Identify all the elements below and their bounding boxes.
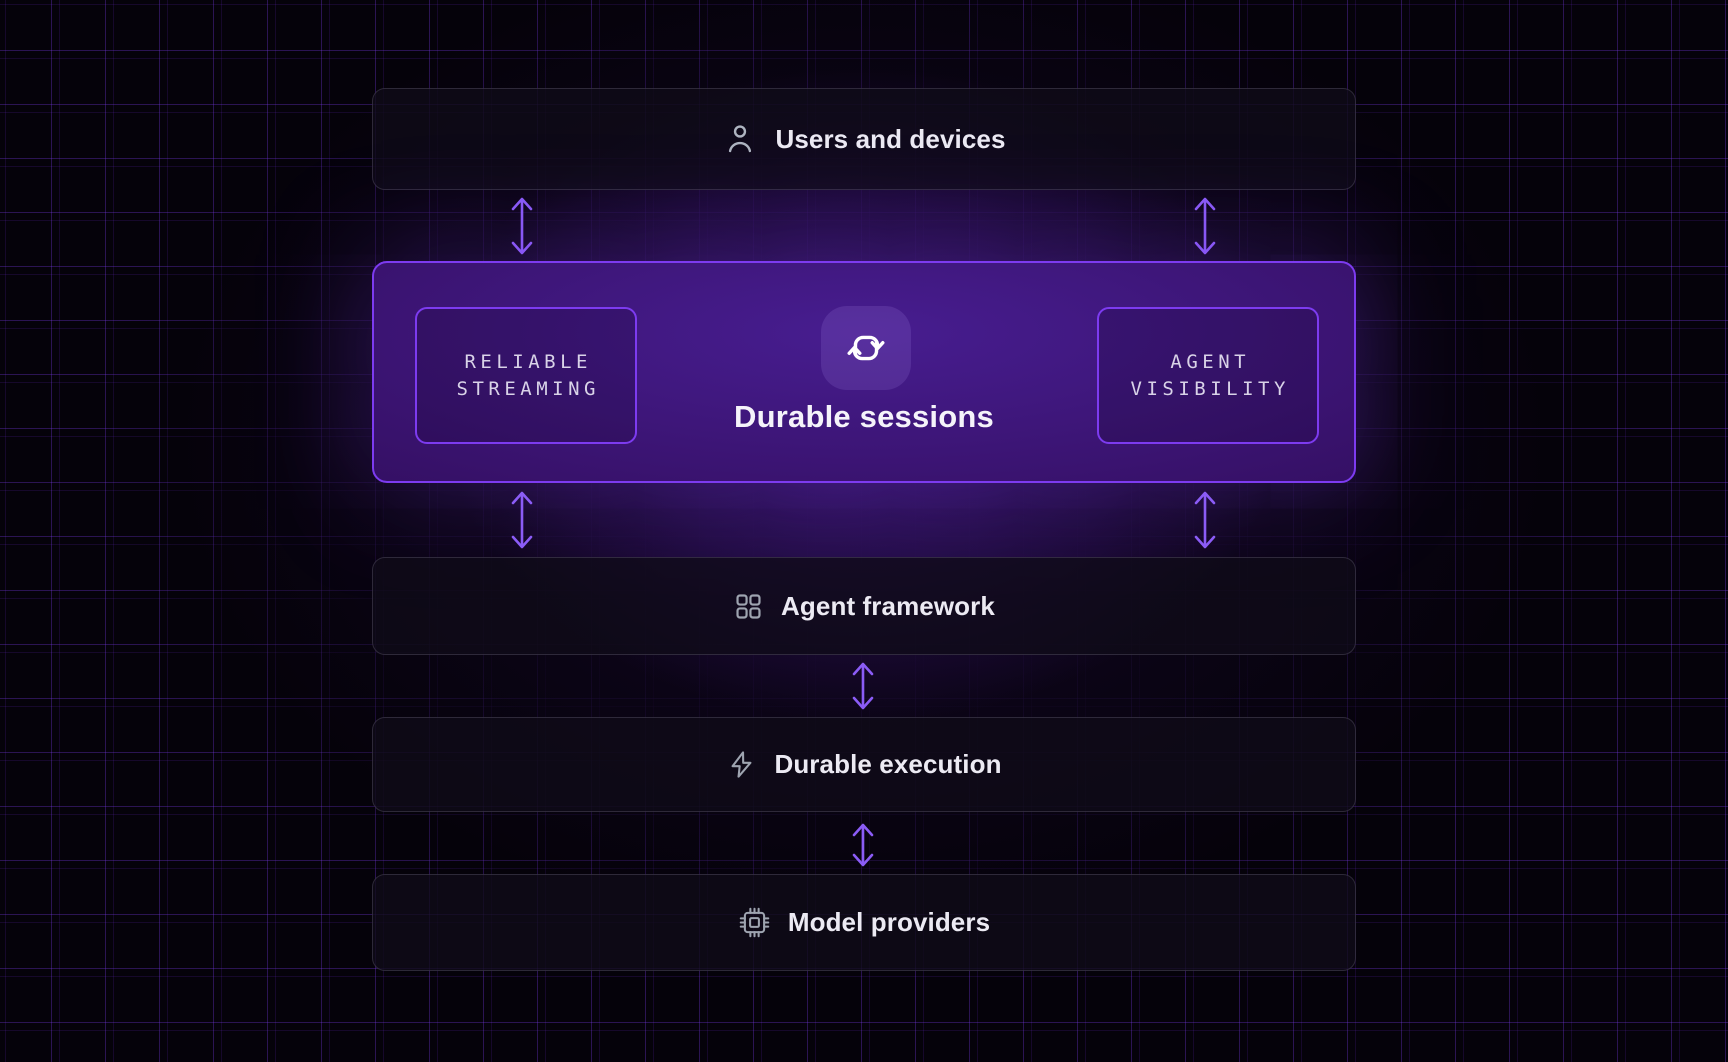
node-model-providers: Model providers [372,874,1356,971]
node-label: Users and devices [775,123,1006,154]
node-label: Durable execution [774,749,1002,779]
flow-arrow-sessions-framework-right [1192,490,1218,550]
sync-icon [843,325,889,371]
tag-reliable-streaming: RELIABLE STREAMING [415,307,637,444]
chip-icon [738,906,771,939]
flow-arrow-users-sessions-right [1192,196,1218,256]
tag-line: STREAMING [456,377,600,400]
node-label: Agent framework [781,590,995,621]
tag-line: VISIBILITY [1130,377,1290,400]
node-agent-framework: Agent framework [372,557,1356,655]
node-label: Model providers [787,907,991,937]
user-icon [722,121,758,157]
grid-icon [733,591,764,622]
tag-line: AGENT [1170,350,1251,373]
zap-icon [726,749,757,780]
node-durable-execution: Durable execution [372,717,1356,812]
sync-icon-chip [821,306,911,390]
tag-line: RELIABLE [464,350,592,373]
flow-arrow-users-sessions-left [509,196,535,256]
node-users-and-devices: Users and devices [372,88,1356,190]
flow-arrow-sessions-framework-left [509,490,535,550]
flow-arrow-execution-providers [850,822,876,868]
sessions-title: Durable sessions [734,399,994,434]
tag-agent-visibility: AGENT VISIBILITY [1097,307,1319,444]
node-durable-sessions: RELIABLE STREAMING Durable sessions AGEN… [372,261,1356,483]
flow-arrow-framework-execution [850,661,876,711]
